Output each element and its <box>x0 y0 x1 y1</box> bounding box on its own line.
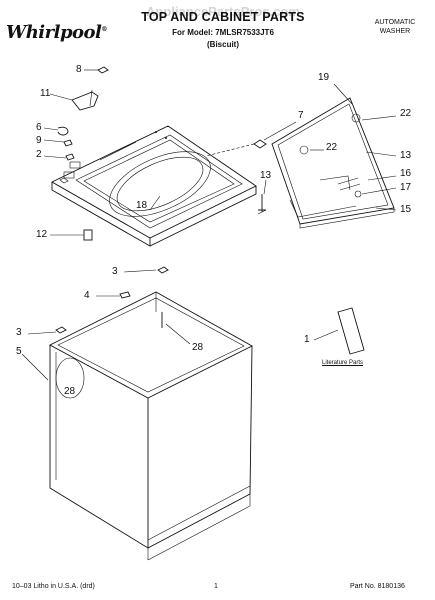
callout-8: 8 <box>76 64 82 75</box>
finish-label: (Biscuit) <box>207 40 239 49</box>
callout-5: 5 <box>16 346 22 357</box>
cabinet-hardware <box>55 266 169 334</box>
footer-litho: 10–03 Litho in U.S.A. (drd) <box>12 583 95 590</box>
lid <box>271 97 395 229</box>
callout-17: 17 <box>400 182 412 193</box>
page-title: TOP AND CABINET PARTS <box>141 10 305 24</box>
hardware-left <box>57 66 267 241</box>
callout-6: 6 <box>36 122 42 133</box>
callout-13-b: 13 <box>260 170 272 181</box>
literature-parts <box>337 307 365 355</box>
brand-logo: Whirlpool® <box>6 22 107 43</box>
footer-part-number: Part No. 8180136 <box>350 583 405 590</box>
footer-page-number: 1 <box>214 583 218 590</box>
callout-11: 11 <box>40 88 51 99</box>
callout-19: 19 <box>318 72 330 83</box>
callout-22-a: 22 <box>400 108 412 119</box>
callout-22-b: 22 <box>326 142 338 153</box>
callout-16: 16 <box>400 168 412 179</box>
cabinet <box>49 291 253 561</box>
leader-lines <box>21 69 397 381</box>
callout-13-a: 13 <box>400 150 412 161</box>
product-type-line2: WASHER <box>379 28 411 35</box>
model-line: For Model: 7MLSR7533JT6 <box>172 28 274 37</box>
product-type: AUTOMATIC WASHER <box>360 18 430 36</box>
callout-28-a: 28 <box>192 342 204 353</box>
watermark: AppliancePartsPros.com <box>146 4 300 19</box>
callout-12: 12 <box>36 229 48 240</box>
callout-18: 18 <box>136 200 148 211</box>
callout-15: 15 <box>400 204 412 215</box>
washer-top <box>51 125 257 247</box>
literature-parts-label: Literature Parts <box>322 360 364 366</box>
callout-3-low: 3 <box>16 327 22 338</box>
callout-9: 9 <box>36 135 42 146</box>
callout-2: 2 <box>36 149 42 160</box>
lid-hinge <box>253 139 267 149</box>
callout-1: 1 <box>304 334 310 345</box>
callout-7: 7 <box>298 110 304 121</box>
callout-4: 4 <box>84 290 90 301</box>
callout-3-mid: 3 <box>112 266 118 277</box>
callout-28-b: 28 <box>64 386 76 397</box>
product-type-line1: AUTOMATIC <box>374 19 416 26</box>
